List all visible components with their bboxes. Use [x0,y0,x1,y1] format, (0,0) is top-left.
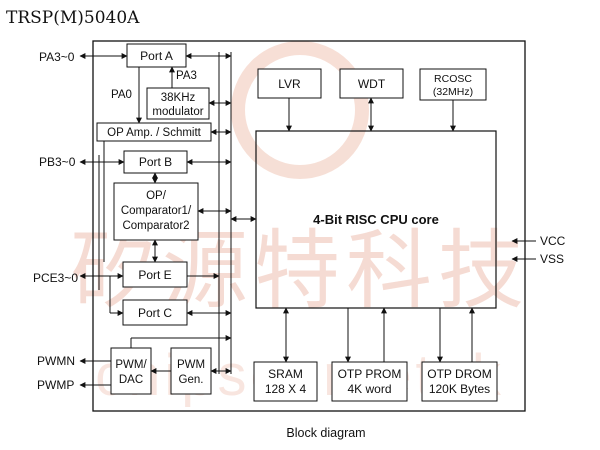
port-c-block: Port C [122,299,188,326]
pin-pwmp: PWMP [37,378,74,392]
port-a-block: Port A [126,43,187,68]
svg-text:128 X 4: 128 X 4 [265,382,307,396]
chip-outline [92,40,526,412]
signal-pa0: PA0 [111,89,132,101]
pin-vcc: VCC [540,234,566,248]
svg-text:Gen.: Gen. [179,374,204,386]
svg-text:modulator: modulator [152,106,203,118]
svg-text:DAC: DAC [119,374,143,386]
svg-text:38KHz: 38KHz [161,92,196,104]
svg-text:OTP PROM: OTP PROM [338,367,402,381]
diagram-caption: Block diagram [286,426,365,440]
otp-prom-block: OTP PROM 4K word [331,361,408,402]
modulator-block: 38KHz modulator [146,87,210,120]
rcosc-block: RCOSC (32MHz) [419,68,487,101]
otp-drom-block: OTP DROM 120K Bytes [421,361,498,402]
sram-block: SRAM 128 X 4 [253,361,318,402]
pin-pwmn: PWMN [37,354,75,368]
svg-text:Comparator2: Comparator2 [122,220,189,232]
svg-text:OP/: OP/ [146,190,167,202]
svg-text:OP Amp. / Schmitt: OP Amp. / Schmitt [107,127,202,139]
svg-text:PWM/: PWM/ [115,359,147,371]
op-amp-schmitt-block: OP Amp. / Schmitt [96,122,212,142]
svg-text:OTP DROM: OTP DROM [427,367,491,381]
pin-pb3-0: PB3~0 [39,155,76,169]
connections [79,53,536,388]
pin-pce3-0: PCE3~0 [33,271,78,285]
svg-text:Port C: Port C [138,306,172,320]
svg-text:Comparator1/: Comparator1/ [121,205,192,217]
signal-pa3: PA3 [176,70,197,82]
pin-pa3-0: PA3~0 [39,50,75,64]
port-b-block: Port B [123,150,188,174]
svg-text:4-Bit RISC CPU core: 4-Bit RISC CPU core [313,212,439,227]
diagram-title: TRSP(M)5040A [6,8,140,28]
svg-text:Port A: Port A [140,49,173,63]
pwm-dac-block: PWM/ DAC [110,347,152,395]
svg-text:120K Bytes: 120K Bytes [429,382,490,396]
svg-text:4K word: 4K word [347,382,391,396]
pin-vss: VSS [540,252,564,266]
svg-text:Port E: Port E [138,268,171,282]
svg-text:Port B: Port B [139,155,172,169]
comparator-block: OP/ Comparator1/ Comparator2 [113,182,199,241]
wdt-block: WDT [339,68,404,99]
lvr-block: LVR [257,68,322,99]
pwm-gen-block: PWM Gen. [170,347,212,395]
svg-text:SRAM: SRAM [268,367,303,381]
svg-text:WDT: WDT [358,77,386,91]
port-e-block: Port E [122,261,188,288]
svg-text:LVR: LVR [278,77,301,91]
svg-text:RCOSC: RCOSC [434,73,472,85]
svg-text:PWM: PWM [177,359,205,371]
svg-text:(32MHz): (32MHz) [433,86,473,98]
